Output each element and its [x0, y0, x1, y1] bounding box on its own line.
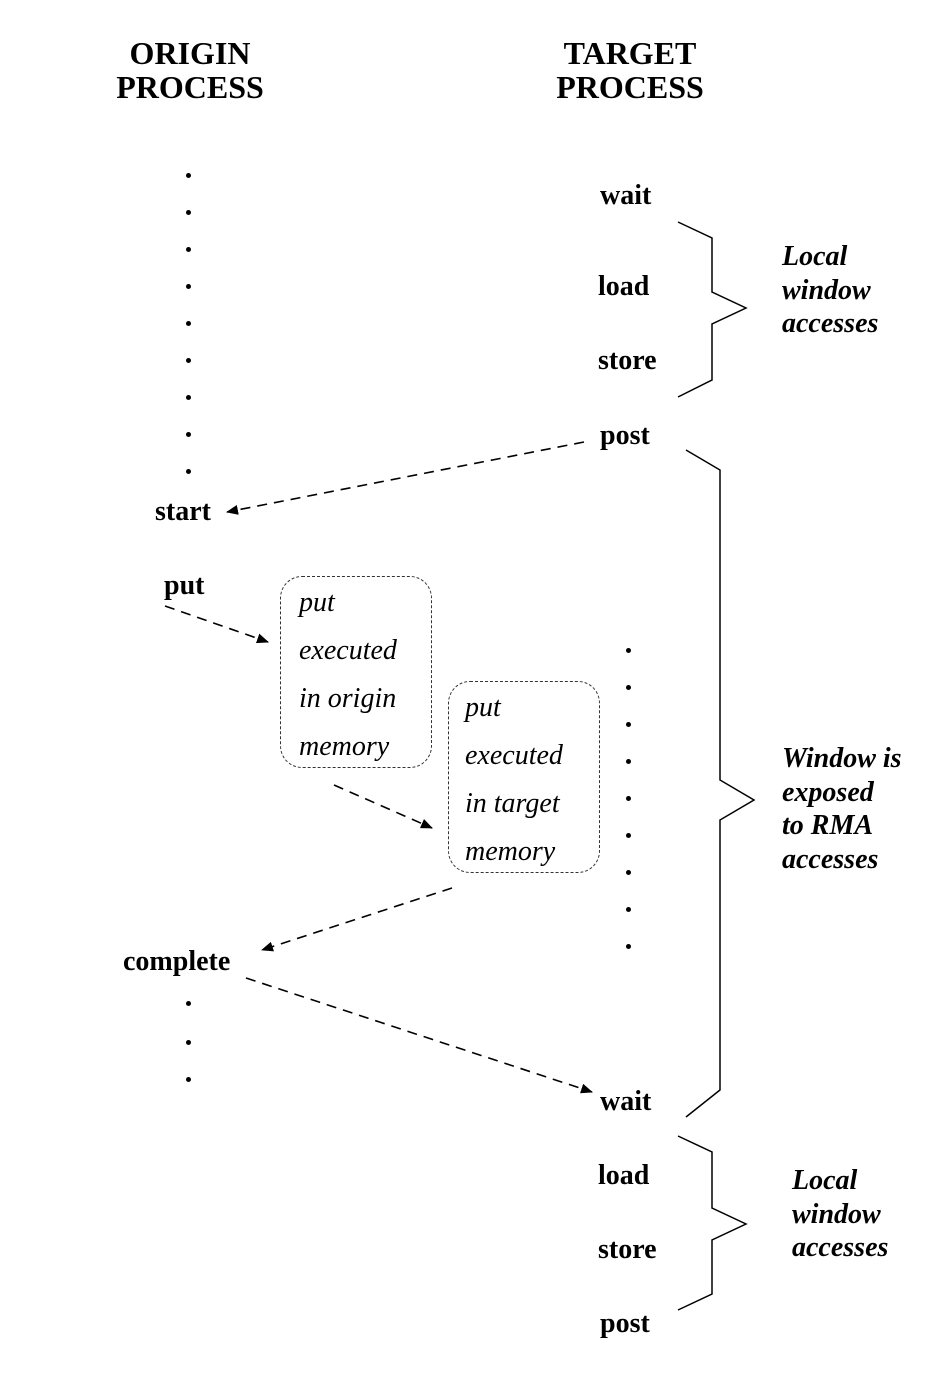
target-wait-label-2: wait: [600, 1086, 652, 1117]
arrow-target-memory-to-complete: [261, 887, 453, 952]
target-memory-line-3: in target: [465, 788, 560, 819]
arrow-complete-to-wait: [245, 977, 593, 1094]
brace-local-window-bottom: [677, 1135, 748, 1311]
origin-memory-line-3: in origin: [299, 683, 397, 714]
arrow-post-to-start: [226, 441, 585, 515]
origin-memory-line-2: executed: [299, 635, 397, 666]
target-load-label-2: load: [598, 1160, 650, 1191]
brace-window-exposed: [685, 449, 756, 1118]
brace-local-window-top: [677, 221, 748, 398]
target-load-label-1: load: [598, 271, 650, 302]
origin-memory-line-1: put: [299, 587, 335, 618]
origin-memory-box: put executed in origin memory: [280, 576, 432, 768]
target-post-label-1: post: [600, 420, 650, 451]
target-store-label-1: store: [598, 345, 657, 376]
origin-memory-line-4: memory: [299, 731, 390, 762]
note-local-window-accesses-bottom: Local window accesses: [792, 1165, 889, 1264]
target-process-header: TARGET PROCESS: [556, 35, 704, 106]
target-memory-line-2: executed: [465, 740, 563, 771]
arrow-origin-to-target-memory: [333, 784, 433, 829]
origin-put-label: put: [164, 570, 205, 601]
target-memory-line-4: memory: [465, 836, 556, 867]
note-local-window-accesses-top: Local window accesses: [782, 241, 879, 340]
arrow-put-to-origin-memory: [164, 605, 269, 644]
origin-complete-label: complete: [123, 946, 231, 977]
target-memory-line-1: put: [465, 692, 501, 723]
target-store-label-2: store: [598, 1234, 657, 1265]
note-window-exposed-rma: Window is exposed to RMA accesses: [782, 743, 902, 875]
target-post-label-2: post: [600, 1308, 650, 1339]
origin-start-label: start: [155, 496, 211, 527]
target-memory-box: put executed in target memory: [448, 681, 600, 873]
target-wait-label-1: wait: [600, 180, 652, 211]
origin-process-header: ORIGIN PROCESS: [116, 35, 264, 106]
